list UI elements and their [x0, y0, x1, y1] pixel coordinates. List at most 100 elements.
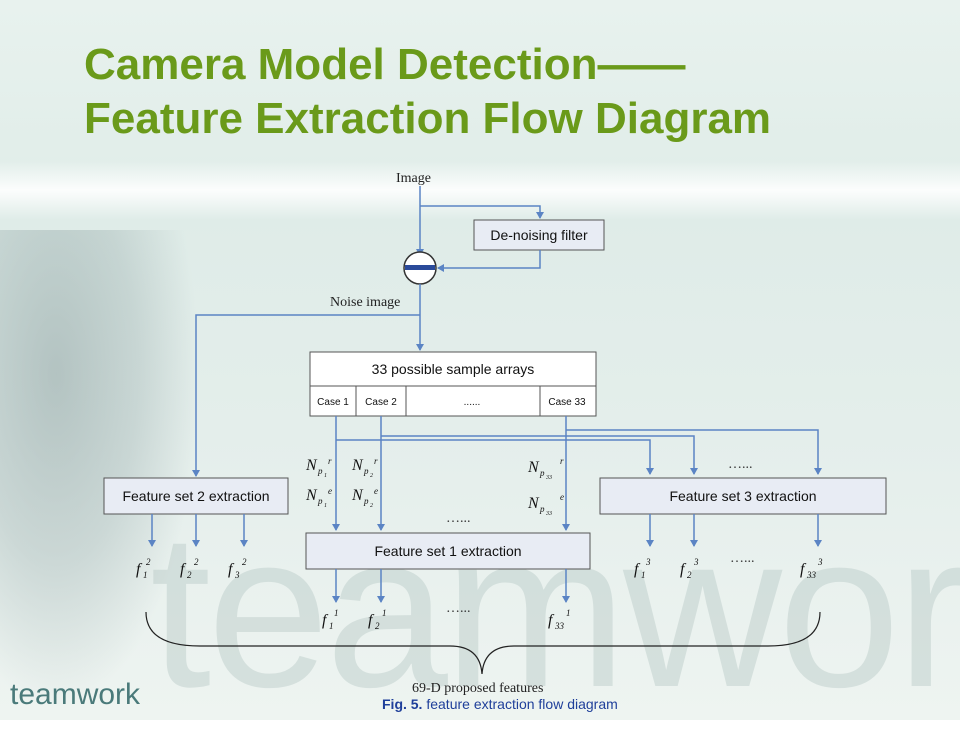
- f-symbol: f 2 2: [180, 557, 199, 580]
- case-ellipsis-label: ......: [464, 397, 481, 408]
- total-features-label: 69-D proposed features: [412, 681, 543, 696]
- svg-text:f: f: [228, 561, 235, 578]
- svg-text:1: 1: [329, 621, 334, 631]
- figure-caption: Fig. 5. feature extraction flow diagram: [382, 696, 618, 712]
- n-symbol: N p 33 r: [527, 456, 564, 481]
- svg-text:p: p: [539, 468, 545, 478]
- svg-text:N: N: [351, 457, 364, 474]
- svg-text:p: p: [539, 504, 545, 514]
- svg-text:3: 3: [817, 557, 823, 567]
- sample-arrays-label: 33 possible sample arrays: [372, 361, 535, 377]
- fs3-box: [599, 477, 887, 515]
- minus-icon: [405, 265, 435, 270]
- svg-text:r: r: [560, 456, 564, 466]
- svg-text:f: f: [634, 561, 641, 578]
- sample-arrays-box: [309, 351, 597, 387]
- svg-text:1: 1: [324, 473, 327, 479]
- f-symbol: f 1 2: [136, 557, 151, 580]
- chess-pawn-image: [0, 230, 200, 710]
- svg-text:2: 2: [687, 570, 692, 580]
- svg-text:2: 2: [194, 557, 199, 567]
- svg-text:1: 1: [334, 608, 339, 618]
- svg-text:33: 33: [554, 621, 565, 631]
- svg-text:2: 2: [242, 557, 247, 567]
- arrow-case1-to-fs3: [336, 439, 654, 475]
- f-symbol: f 2 3: [680, 557, 699, 580]
- svg-text:f: f: [680, 561, 687, 578]
- svg-text:N: N: [527, 459, 540, 476]
- svg-text:1: 1: [382, 608, 387, 618]
- svg-text:2: 2: [146, 557, 151, 567]
- svg-text:2: 2: [370, 503, 373, 509]
- svg-text:3: 3: [693, 557, 699, 567]
- fs2-box: [103, 477, 289, 515]
- denoise-label: De-noising filter: [490, 227, 588, 243]
- grouping-brace: [145, 611, 821, 675]
- svg-text:f: f: [548, 612, 555, 629]
- f-symbol: f 1 3: [634, 557, 651, 580]
- svg-text:1: 1: [324, 503, 327, 509]
- svg-text:p: p: [317, 496, 323, 506]
- brand-logo-text: teamwork: [10, 678, 141, 711]
- svg-text:N: N: [305, 457, 318, 474]
- fs1-box: [305, 532, 591, 570]
- case-1-label: Case 1: [317, 397, 349, 408]
- svg-text:f: f: [800, 561, 807, 578]
- f-symbol: f 1 1: [322, 608, 339, 631]
- svg-text:1: 1: [641, 570, 646, 580]
- svg-text:f: f: [368, 612, 375, 629]
- ellipsis-fs3-top: …...: [728, 457, 753, 472]
- svg-text:2: 2: [370, 473, 373, 479]
- arrow-case33-to-fs3: [566, 429, 822, 475]
- title-line-1: Camera Model Detection——: [84, 40, 686, 89]
- svg-text:2: 2: [187, 570, 192, 580]
- n-symbol: N p 2 r: [351, 456, 378, 479]
- fs1-label: Feature set 1 extraction: [374, 543, 521, 559]
- svg-text:1: 1: [566, 608, 571, 618]
- svg-text:33: 33: [806, 570, 817, 580]
- ellipsis-fs1-out: …...: [446, 601, 471, 616]
- f-symbol: f 2 1: [368, 608, 387, 631]
- ellipsis-fs3-out: …...: [730, 551, 755, 566]
- arrow-denoise-to-subtract: [437, 250, 541, 272]
- cases-row: [309, 385, 597, 417]
- caption-text: feature extraction flow diagram: [422, 696, 618, 712]
- fs2-label: Feature set 2 extraction: [122, 488, 269, 504]
- svg-text:r: r: [374, 456, 378, 466]
- arrow-case2-to-fs3: [381, 435, 698, 475]
- f-symbol: f 33 3: [800, 557, 823, 580]
- svg-text:2: 2: [375, 621, 380, 631]
- svg-text:1: 1: [143, 570, 148, 580]
- svg-text:e: e: [374, 486, 378, 496]
- image-label: Image: [396, 171, 431, 186]
- n-symbol: N p 1 e: [305, 486, 332, 509]
- f-symbol: f 33 1: [548, 608, 571, 631]
- noise-image-label: Noise image: [330, 295, 400, 310]
- caption-prefix: Fig. 5.: [382, 696, 423, 712]
- svg-text:p: p: [363, 496, 369, 506]
- svg-text:p: p: [363, 466, 369, 476]
- n-symbol: N p 2 e: [351, 486, 378, 509]
- svg-text:33: 33: [545, 475, 552, 481]
- svg-text:33: 33: [545, 511, 552, 517]
- svg-text:3: 3: [234, 570, 240, 580]
- arrow-noise-to-fs2: [192, 314, 420, 477]
- svg-text:3: 3: [645, 557, 651, 567]
- n-symbol: N p 1 r: [305, 456, 332, 479]
- svg-text:N: N: [527, 495, 540, 512]
- slide-title: Camera Model Detection—— Feature Extract…: [84, 38, 944, 146]
- svg-text:f: f: [180, 561, 187, 578]
- svg-text:p: p: [317, 466, 323, 476]
- svg-text:r: r: [328, 456, 332, 466]
- fs3-label: Feature set 3 extraction: [669, 488, 816, 504]
- f-symbol: f 3 2: [228, 557, 247, 580]
- case-33-label: Case 33: [548, 397, 586, 408]
- ellipsis-mid: …...: [446, 511, 471, 526]
- title-line-2: Feature Extraction Flow Diagram: [84, 94, 772, 143]
- svg-text:N: N: [305, 487, 318, 504]
- background-light-band: [0, 160, 960, 220]
- svg-text:e: e: [328, 486, 332, 496]
- svg-text:N: N: [351, 487, 364, 504]
- svg-text:f: f: [322, 612, 329, 629]
